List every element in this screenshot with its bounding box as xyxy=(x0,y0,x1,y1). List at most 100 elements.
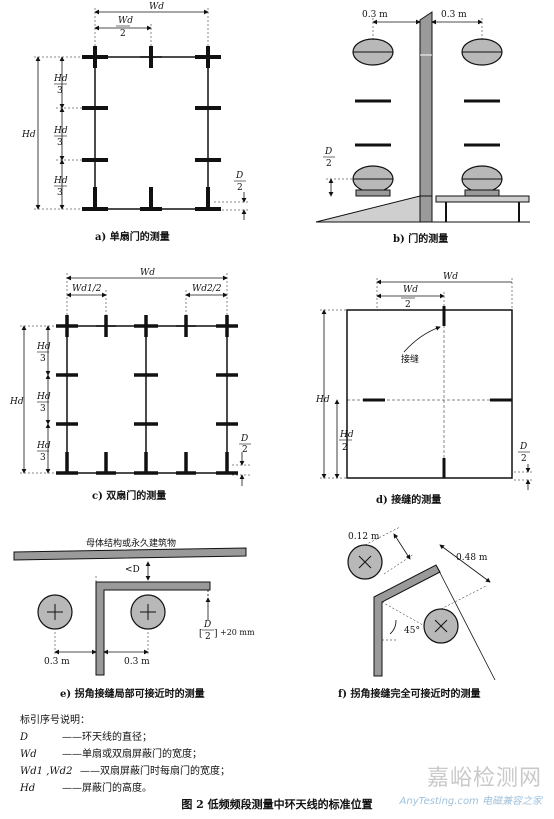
corner-seam xyxy=(95,581,211,676)
legend-item: Hd ——屏蔽门的高度。 xyxy=(20,780,230,797)
label-0-3m-left: 0.3 m xyxy=(362,10,388,20)
label-seam: 接缝 xyxy=(401,353,419,365)
label-half-den: 2 xyxy=(120,29,126,39)
label-wd2-half: Wd2/2 xyxy=(192,284,222,294)
label-d: D xyxy=(324,147,332,157)
label-hd-half: Hd xyxy=(339,430,354,440)
label-d-den: 2 xyxy=(237,183,243,193)
legend-item: Wd ——单扇或双扇屏蔽门的宽度； xyxy=(20,746,230,763)
seam-pointer xyxy=(403,326,441,353)
legend-key: Wd xyxy=(20,749,37,760)
label-d-den: 2 xyxy=(242,445,248,455)
watermark-site-name: AnyTesting.com xyxy=(399,796,479,807)
panel-f xyxy=(347,526,496,681)
svg-text:]: ] xyxy=(214,629,218,639)
caption-f: f) 拐角接缝完全可接近时的测量 xyxy=(338,687,481,700)
label-hd-third-2: Hd xyxy=(36,392,51,402)
label-d: D xyxy=(235,171,243,181)
door-slab xyxy=(419,11,433,197)
label-structure: 母体结构或永久建筑物 xyxy=(86,537,176,549)
watermark-site-name-2: 电磁兼容之家 xyxy=(482,796,542,807)
panel-e xyxy=(13,547,247,676)
parent-structure xyxy=(13,547,247,561)
legend-desc: ——单扇或双扇屏蔽门的宽度； xyxy=(62,749,202,760)
door-outline xyxy=(346,309,513,479)
label-d-den: 2 xyxy=(521,454,527,464)
label-formula-den: 2 xyxy=(205,632,211,642)
label-wd: Wd xyxy=(140,268,155,278)
legend: 标引序号说明： D ——环天线的直径； Wd ——单扇或双扇屏蔽门的宽度； Wd… xyxy=(20,712,230,797)
label-third-den-2: 3 xyxy=(40,404,46,414)
label-half-den: 2 xyxy=(405,300,411,310)
label-third-den-1: 3 xyxy=(57,86,63,96)
antenna-cross-marks xyxy=(47,604,156,620)
label-hd-third-2: Hd xyxy=(53,126,68,136)
legend-key: D xyxy=(20,732,29,743)
antenna-positions-mid xyxy=(355,99,500,147)
panel-d xyxy=(320,278,534,490)
label-lt-d: <D xyxy=(125,565,140,575)
label-hd: Hd xyxy=(315,395,330,405)
label-hd-third-1: Hd xyxy=(36,342,51,352)
legend-item: Wd1 ,Wd2 ——双扇屏蔽门时每扇门的宽度； xyxy=(20,763,230,780)
caption-d: d) 接缝的测量 xyxy=(376,493,441,506)
panel-a xyxy=(34,8,250,220)
label-wd-half: Wd xyxy=(403,285,418,295)
panel-c-labels: Wd Wd1/2 Wd2/2 Hd Hd 3 Hd 3 Hd 3 D 2 c) … xyxy=(9,268,251,502)
watermark-text: 嘉峪检测网 xyxy=(426,766,542,791)
legend-desc: ——屏蔽门的高度。 xyxy=(62,783,152,794)
watermark: 嘉峪检测网 AnyTesting.com 电磁兼容之家 xyxy=(400,760,542,807)
label-hd-third-3: Hd xyxy=(36,441,51,451)
legend-desc: ——双扇屏蔽门时每扇门的宽度； xyxy=(80,766,230,777)
panel-a-labels: Wd Wd 2 Hd Hd 3 Hd 3 Hd 3 D 2 a) 单扇门的测量 xyxy=(21,2,246,243)
loop-antennas xyxy=(347,544,459,644)
legend-heading: 标引序号说明： xyxy=(20,715,90,726)
label-0-48m: 0.48 m xyxy=(456,553,488,563)
panel-e-labels: 母体结构或永久建筑物 <D 0.3 m 0.3 m D 2 [ ] +20 mm… xyxy=(44,537,255,700)
watermark-site: AnyTesting.com 电磁兼容之家 xyxy=(400,792,542,807)
label-third-den-1: 3 xyxy=(40,354,46,364)
label-hd-third-1: Hd xyxy=(53,74,68,84)
label-third-den-3: 3 xyxy=(57,188,63,198)
label-wd: Wd xyxy=(443,272,458,282)
loop-antenna-markers xyxy=(363,306,512,478)
label-wd-half: Wd xyxy=(118,16,133,26)
double-door-outline xyxy=(66,325,228,474)
panel-d-labels: Wd Wd 2 接缝 Hd Hd 2 D 2 d) 接缝的测量 xyxy=(315,272,530,506)
panel-b xyxy=(315,11,530,223)
legend-key: Wd1 ,Wd2 xyxy=(20,766,73,777)
caption-e: e) 拐角接缝局部可接近时的测量 xyxy=(60,687,205,700)
label-0-3m-right: 0.3 m xyxy=(441,10,467,20)
antenna-cross-marks xyxy=(358,555,448,633)
door-outline xyxy=(94,56,209,210)
label-hd: Hd xyxy=(21,130,36,140)
label-d: D xyxy=(519,442,527,452)
legend-key: Hd xyxy=(20,783,36,794)
figure-title: 图 2 低频频段测量中环天线的标准位置 xyxy=(181,798,373,811)
label-hd: Hd xyxy=(9,397,24,407)
label-formula-num: D xyxy=(203,620,211,630)
label-third-den-3: 3 xyxy=(40,453,46,463)
caption-c: c) 双扇门的测量 xyxy=(92,489,166,502)
label-wd: Wd xyxy=(149,2,164,12)
svg-text:[: [ xyxy=(199,629,203,639)
label-d: D xyxy=(240,434,248,444)
label-angle: 45° xyxy=(404,626,420,636)
legend-desc: ——环天线的直径； xyxy=(62,732,152,743)
caption-a: a) 单扇门的测量 xyxy=(95,230,170,243)
label-0-3m-left: 0.3 m xyxy=(44,657,70,667)
label-wd1-half: Wd1/2 xyxy=(72,284,102,294)
ramp xyxy=(315,195,421,223)
label-hd-third-3: Hd xyxy=(53,176,68,186)
loop-antenna-markers xyxy=(82,46,221,211)
label-0-3m-right: 0.3 m xyxy=(124,657,150,667)
label-d-den: 2 xyxy=(326,159,332,169)
legend-item: D ——环天线的直径； xyxy=(20,729,230,746)
panel-c xyxy=(20,273,250,486)
panel-f-labels: 0.12 m 0.48 m 45° f) 拐角接缝完全可接近时的测量 xyxy=(338,532,488,700)
label-third-den-2: 3 xyxy=(57,138,63,148)
antenna-stand xyxy=(435,195,530,203)
label-hd-den: 2 xyxy=(342,443,348,453)
loop-antenna-markers xyxy=(56,315,238,475)
